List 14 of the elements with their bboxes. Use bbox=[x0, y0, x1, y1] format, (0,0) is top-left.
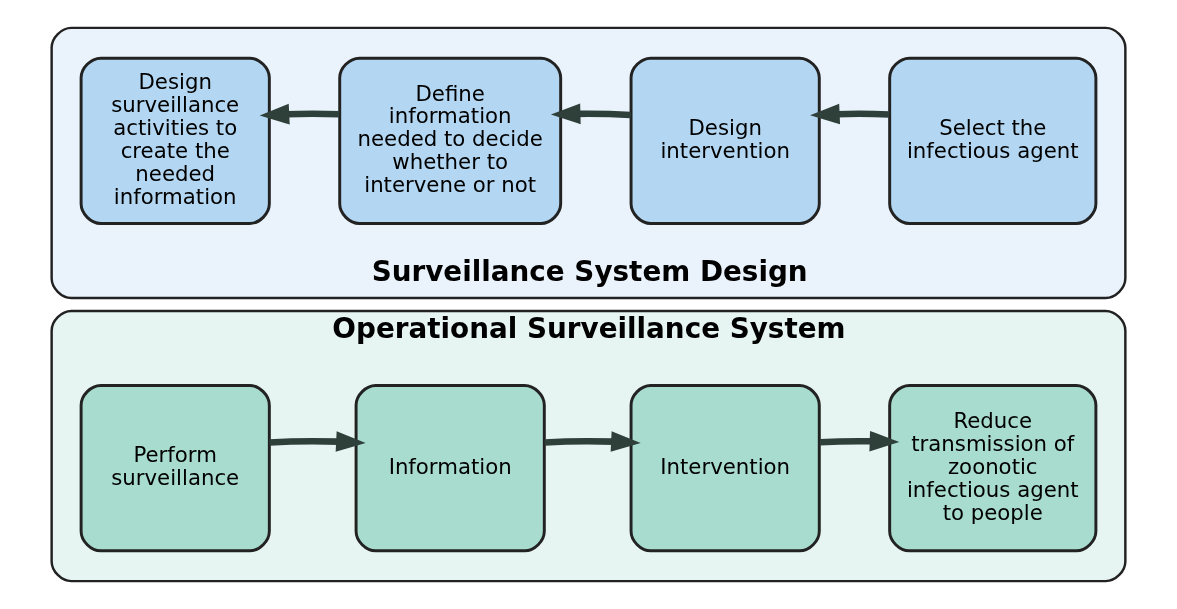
arrow bbox=[259, 103, 340, 125]
arrow bbox=[544, 431, 641, 452]
node-box: Perform surveillance bbox=[79, 384, 271, 553]
node-box: Define information needed to decide whether to intervene or not bbox=[338, 56, 563, 225]
arrow bbox=[550, 103, 631, 125]
node-box: Reduce transmission of zoonotic infectious agent to people bbox=[888, 384, 1098, 553]
arrow bbox=[269, 431, 366, 452]
arrow bbox=[819, 430, 900, 452]
node-box: Intervention bbox=[629, 384, 821, 553]
node-box: Design surveillance activities to create the needed information bbox=[79, 56, 271, 225]
node-box: Design intervention bbox=[629, 56, 821, 225]
arrow bbox=[810, 103, 890, 125]
node-box: Information bbox=[354, 384, 546, 553]
node-box: Select the infectious agent bbox=[888, 56, 1098, 225]
